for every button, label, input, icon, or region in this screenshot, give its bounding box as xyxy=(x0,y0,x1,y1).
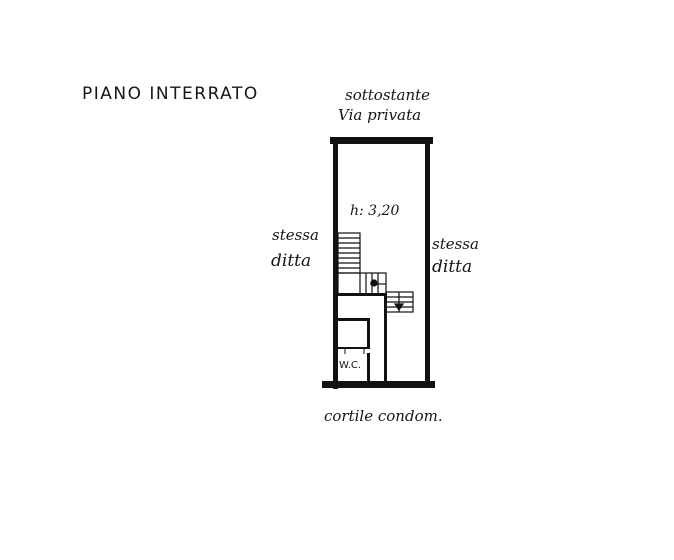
stair-flight-upper xyxy=(337,232,361,274)
south-wall xyxy=(322,381,435,388)
east-wall xyxy=(425,142,430,388)
north-label-line2: Via privata xyxy=(338,106,422,124)
wc-room xyxy=(338,318,370,382)
ceiling-height-label: h: 3,20 xyxy=(350,203,400,219)
west-label-line1: stessa xyxy=(272,226,319,244)
west-wall xyxy=(333,142,338,389)
interior-wall-east xyxy=(384,293,387,382)
floor-title: PIANO INTERRATO xyxy=(82,84,259,104)
east-label-line1: stessa xyxy=(432,235,479,253)
south-label: cortile condom. xyxy=(324,407,443,425)
stair-partition xyxy=(338,293,386,296)
north-wall xyxy=(330,137,433,144)
stair-landing xyxy=(337,272,387,296)
wc-label: W.C. xyxy=(339,360,362,371)
stair-flight-lower xyxy=(385,291,414,313)
north-label-line1: sottostante xyxy=(345,86,431,104)
west-label-line2: ditta xyxy=(271,251,312,271)
east-label-line2: ditta xyxy=(432,257,473,277)
